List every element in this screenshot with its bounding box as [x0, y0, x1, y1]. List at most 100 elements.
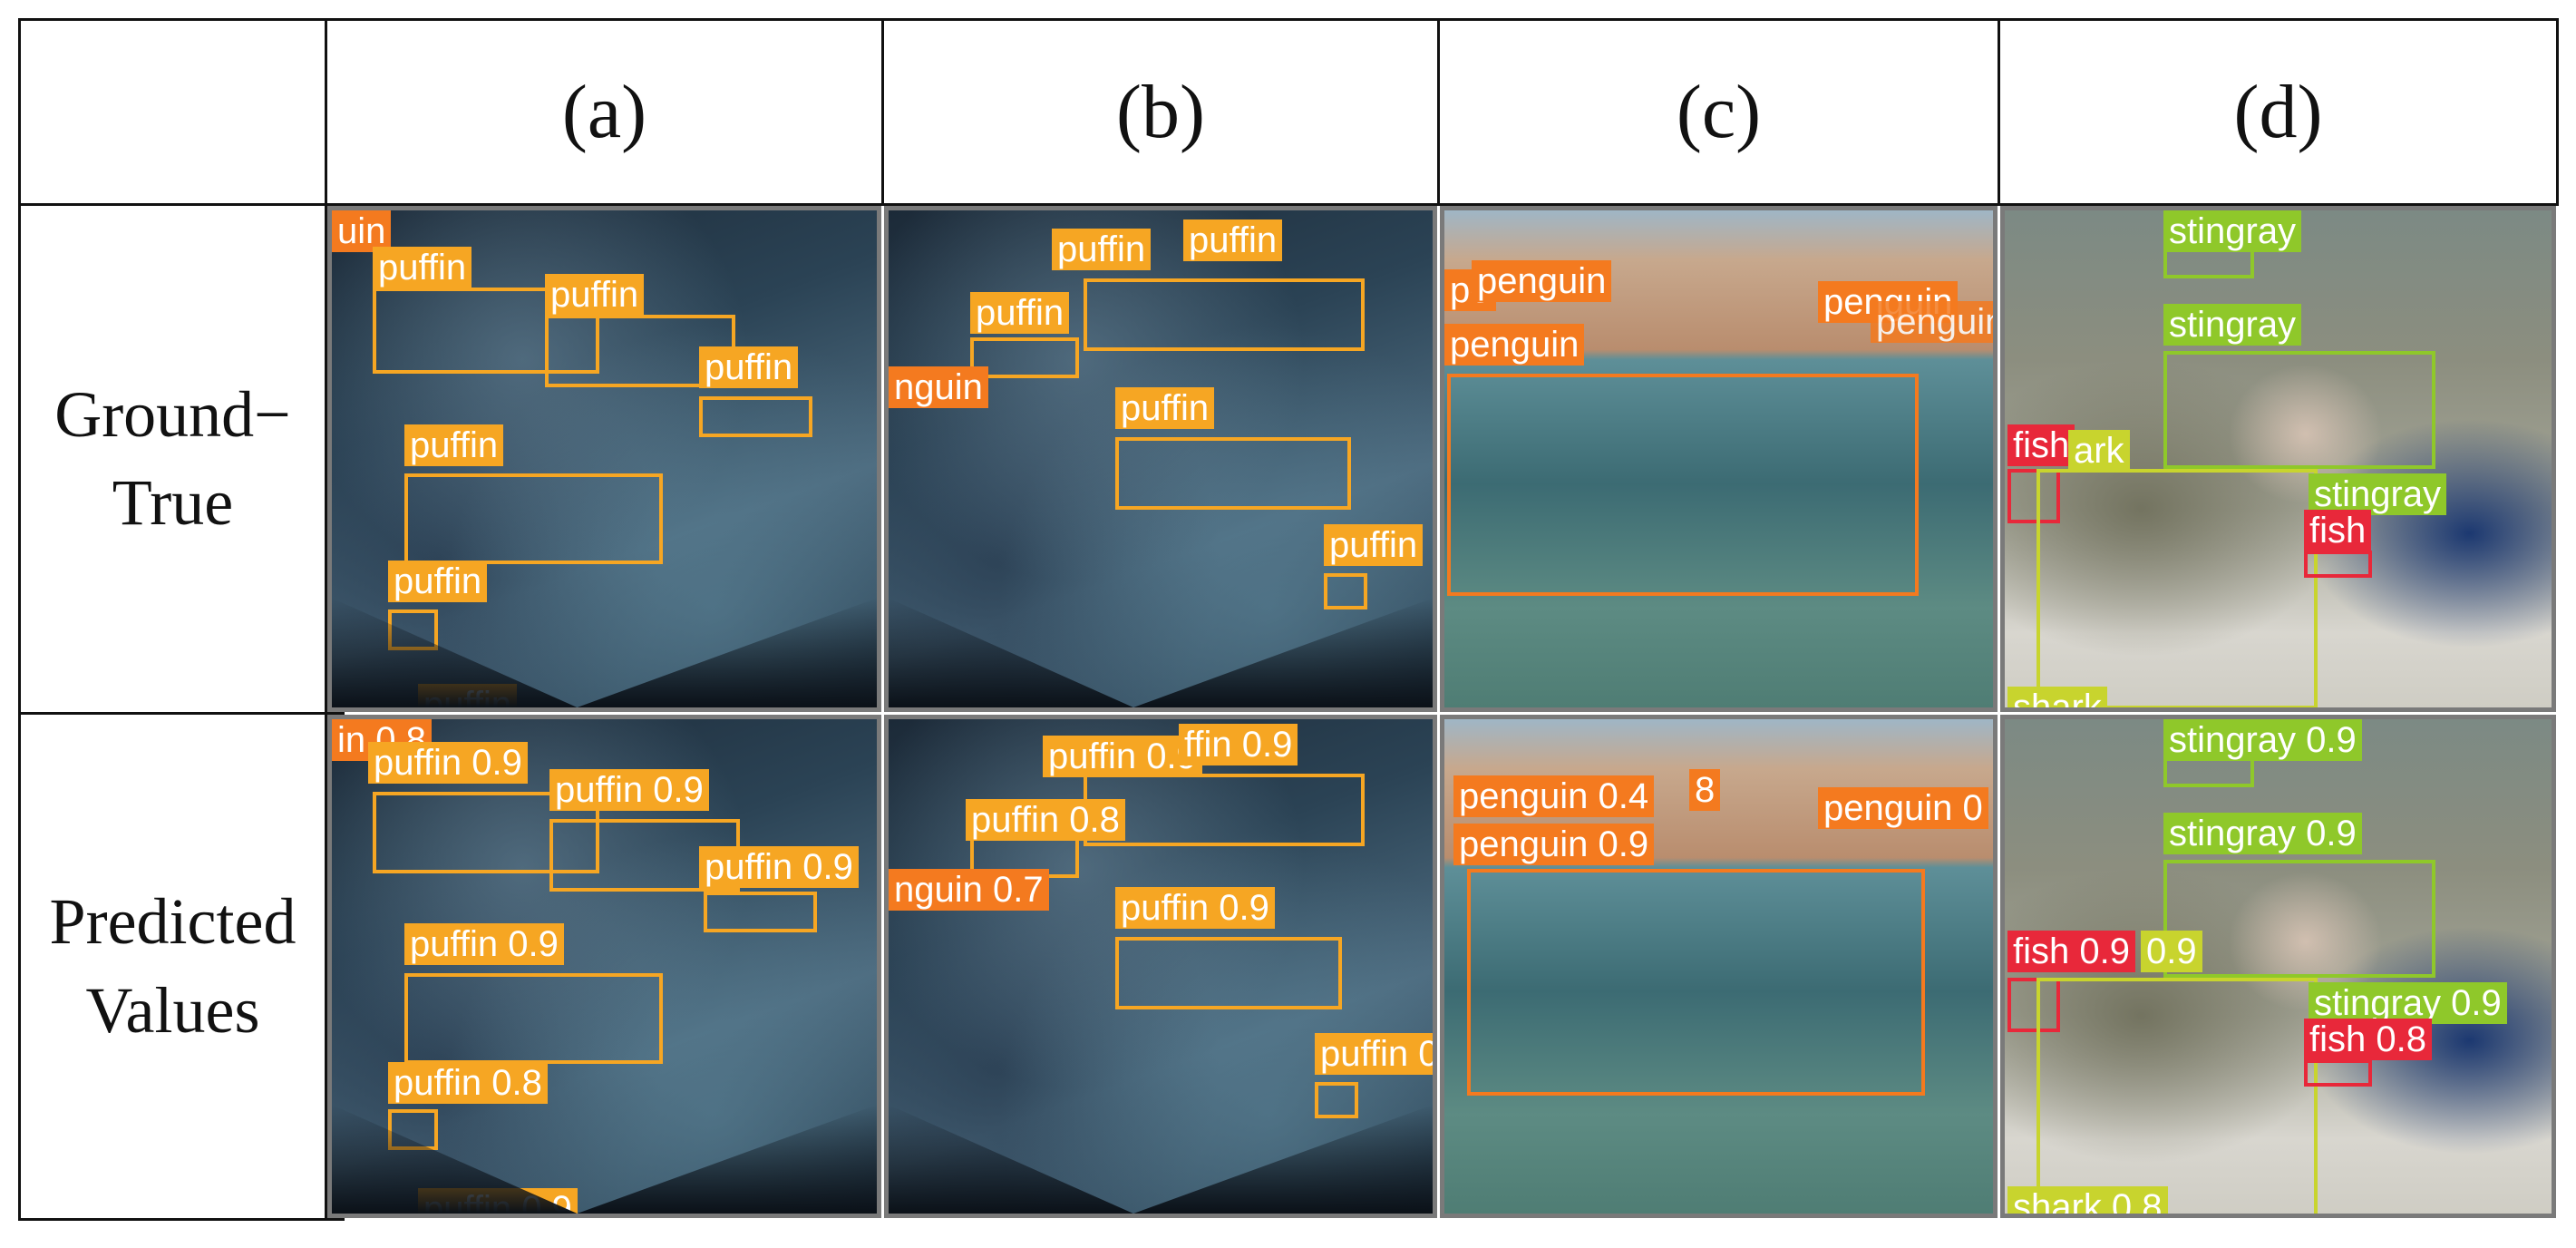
- label-tag: stingray: [2163, 210, 2302, 252]
- image-ground-true-b: puffin puffin puffin nguin puffin puffin: [884, 206, 1437, 712]
- label-tag: puffin: [373, 247, 472, 288]
- border-top: [18, 18, 2559, 21]
- column-header-a: (a): [561, 70, 647, 154]
- bounding-box: [1324, 573, 1367, 609]
- border-bottom: [18, 1218, 345, 1221]
- bounding-box: [2163, 860, 2435, 978]
- row-label-predicted: Predicted Values: [21, 715, 325, 1218]
- bounding-box: [2036, 469, 2318, 707]
- label-tag: penguin 0.9: [1453, 824, 1655, 865]
- label-tag: puffin: [1324, 524, 1424, 566]
- label-tag: puffin 0.9: [1043, 736, 1202, 777]
- label-tag: nguin 0.7: [889, 869, 1049, 911]
- bounding-box: [2036, 978, 2318, 1214]
- border-row-divider: [18, 712, 345, 715]
- border-col3: [1437, 18, 1440, 205]
- border-header-bottom: [18, 203, 2559, 206]
- label-tag: puffin: [404, 424, 504, 466]
- label-tag: stingray: [2309, 473, 2447, 515]
- label-tag: 0.9: [2141, 931, 2202, 972]
- label-tag: ark: [2068, 430, 2130, 472]
- border-col2: [881, 18, 884, 205]
- bounding-box: [704, 892, 817, 932]
- bounding-box: [1467, 869, 1925, 1096]
- label-tag: puffin: [1183, 219, 1283, 261]
- bounding-box: [373, 792, 599, 873]
- label-tag: puffin 0.8: [966, 799, 1125, 841]
- border-left: [18, 18, 21, 1221]
- row-label-line1: Ground−: [54, 377, 291, 451]
- border-col4: [1998, 18, 2000, 205]
- border-right: [2556, 18, 2559, 205]
- label-tag: stingray 0.9: [2309, 982, 2507, 1024]
- bounding-box: [2007, 469, 2060, 523]
- label-tag: penguin: [1444, 324, 1585, 366]
- bounding-box: [2304, 551, 2372, 578]
- label-tag: stingray: [2163, 304, 2302, 346]
- image-ground-true-a: uin puffin puffin puffin puffin puffin p…: [327, 206, 881, 712]
- label-tag: penguin: [1871, 301, 1993, 343]
- label-tag: puffin 0: [1315, 1033, 1433, 1075]
- image-ground-true-d: stingray stingray fish ark stingray fish…: [2000, 206, 2556, 712]
- label-tag: 8: [1689, 769, 1721, 811]
- bounding-box: [2304, 1059, 2372, 1087]
- bounding-box: [1447, 374, 1919, 596]
- bounding-box: [2163, 351, 2435, 469]
- label-tag: penguin 0.4: [1453, 775, 1655, 817]
- row-label-line1: Predicted: [49, 885, 296, 959]
- label-tag: puffin 0.9: [699, 846, 859, 888]
- label-tag: uin: [332, 210, 392, 252]
- row-label-line2: True: [112, 466, 234, 539]
- label-tag: fish: [2304, 510, 2372, 551]
- bounding-box: [1115, 437, 1351, 510]
- image-ground-true-c: pe penguin penguin penguin penguin: [1440, 206, 1998, 712]
- label-tag: puffin 0.9: [418, 1188, 578, 1214]
- label-tag: puffin: [545, 274, 645, 316]
- bounding-box: [388, 609, 438, 650]
- row-label-line2: Values: [85, 973, 260, 1047]
- bounding-box: [373, 288, 599, 374]
- bounding-box: [404, 473, 663, 564]
- label-tag: ffin 0.9: [1179, 724, 1298, 765]
- border-col1: [325, 18, 327, 1221]
- label-tag: penguin: [1472, 260, 1612, 302]
- column-header-d: (d): [2233, 70, 2323, 154]
- label-tag: puffin 0.9: [404, 923, 564, 965]
- label-tag: fish: [2007, 424, 2075, 466]
- label-tag: stingray 0.9: [2163, 719, 2362, 761]
- label-tag: puffin 0.8: [388, 1062, 548, 1104]
- label-tag: puffin 0.9: [368, 742, 528, 784]
- bounding-box: [2007, 978, 2060, 1032]
- bounding-box: [1315, 1082, 1358, 1118]
- column-header-c: (c): [1676, 70, 1762, 154]
- bounding-box: [699, 396, 812, 437]
- image-predicted-d: stingray 0.9 stingray 0.9 fish 0.9 0.9 s…: [2000, 715, 2556, 1218]
- bounding-box: [1084, 774, 1365, 846]
- row-label-ground-true: Ground− True: [21, 206, 325, 712]
- column-header-b: (b): [1116, 70, 1205, 154]
- label-tag: puffin: [970, 292, 1070, 334]
- label-tag: fish 0.9: [2007, 931, 2135, 972]
- bounding-box: [1115, 937, 1342, 1009]
- label-tag: puffin: [418, 684, 518, 707]
- label-tag: shark 0.8: [2007, 1186, 2168, 1214]
- label-tag: puffin: [1052, 229, 1152, 270]
- bounding-box: [388, 1109, 438, 1150]
- label-tag: penguin 0: [1818, 787, 1988, 829]
- label-tag: puffin: [699, 346, 799, 388]
- image-predicted-c: penguin 0.4 8 penguin 0.9 penguin 0: [1440, 715, 1998, 1218]
- bounding-box: [404, 973, 663, 1064]
- label-tag: puffin 0.9: [549, 769, 709, 811]
- label-tag: stingray 0.9: [2163, 813, 2362, 854]
- label-tag: puffin: [388, 561, 488, 602]
- bounding-box: [970, 337, 1079, 378]
- image-predicted-b: puffin 0.9 ffin 0.9 puffin 0.8 nguin 0.7…: [884, 715, 1437, 1218]
- label-tag: nguin: [889, 366, 988, 408]
- label-tag: shark: [2007, 687, 2107, 707]
- label-tag: puffin: [1115, 387, 1215, 429]
- image-predicted-a: in 0.8 puffin 0.9 puffin 0.9 puffin 0.9 …: [327, 715, 881, 1218]
- label-tag: fish 0.8: [2304, 1019, 2432, 1060]
- label-tag: puffin 0.9: [1115, 887, 1275, 929]
- bounding-box: [1084, 278, 1365, 351]
